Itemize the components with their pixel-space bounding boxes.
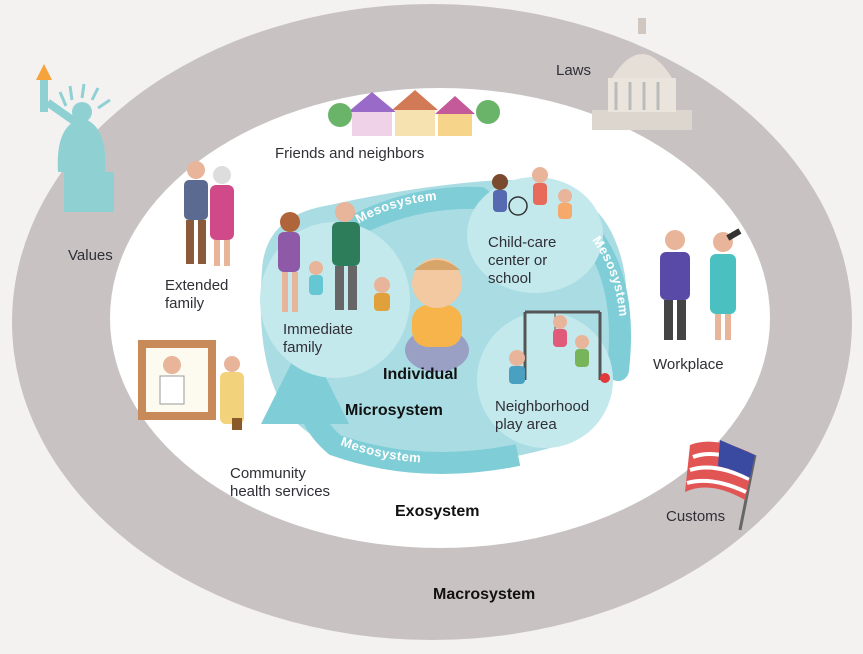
values-label: Values (68, 247, 113, 264)
capitol-building-icon (592, 18, 692, 130)
swing-set-icon (509, 310, 610, 384)
family-icon (278, 202, 390, 312)
customs-label: Customs (666, 508, 726, 525)
child-care-label: Child-care center or school (488, 234, 557, 287)
extended-family-label: Extended family (165, 277, 229, 312)
baby-icon (405, 258, 469, 372)
friends-neighbors-label: Friends and neighbors (275, 145, 425, 162)
workers-icon (660, 228, 742, 340)
houses-icon (328, 90, 500, 136)
exosystem-label: Exosystem (395, 503, 480, 520)
workplace-label: Workplace (653, 356, 724, 373)
community-health-label: Community health services (230, 465, 331, 500)
microsystem-label: Microsystem (345, 402, 443, 419)
statue-of-liberty-icon (36, 64, 114, 212)
doctor-office-icon (138, 340, 244, 430)
american-flag-icon (685, 440, 757, 531)
immediate-family-label: Immediate family (283, 321, 354, 356)
macrosystem-label: Macrosystem (433, 586, 536, 603)
individual-label: Individual (383, 366, 458, 383)
mesosystem-arrow-bottom (261, 336, 521, 474)
grandparents-icon (184, 161, 234, 266)
laws-label: Laws (556, 62, 592, 79)
children-icon (492, 167, 572, 219)
play-area-label: Neighborhood play area (495, 398, 590, 433)
